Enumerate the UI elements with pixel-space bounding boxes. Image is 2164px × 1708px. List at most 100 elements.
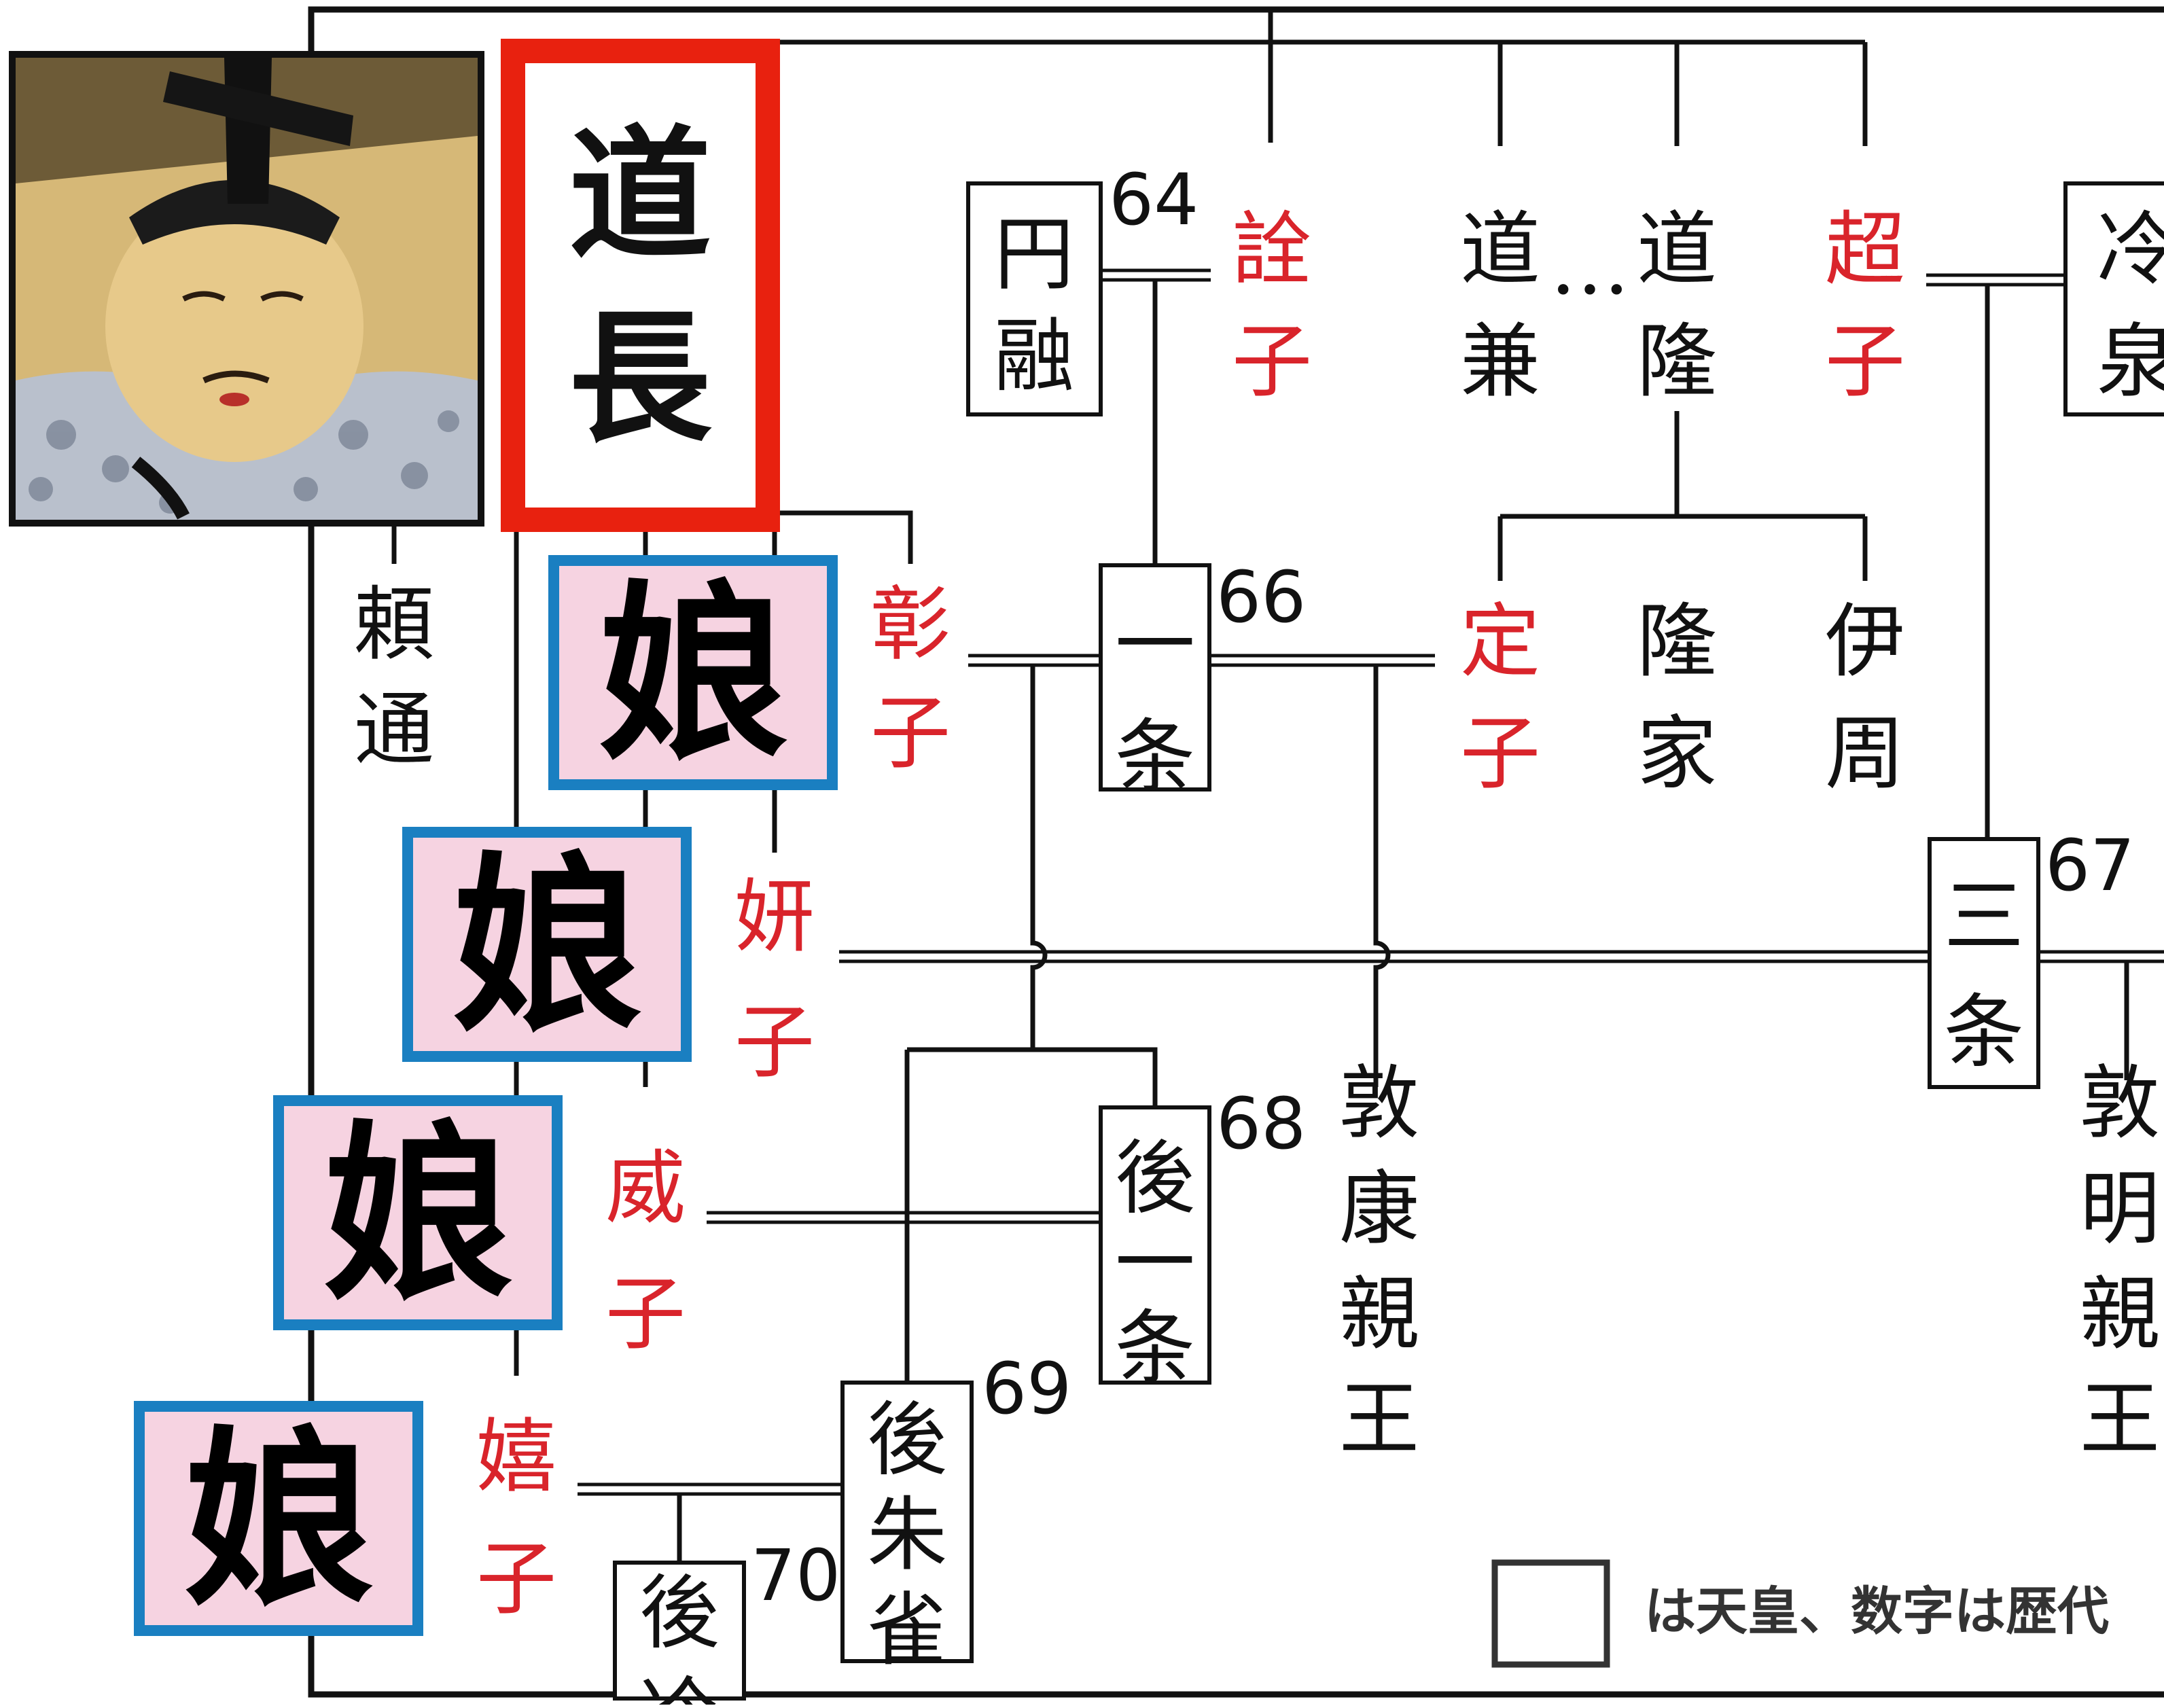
person-name-ishi-char: 威 — [605, 1141, 686, 1235]
person-names: 円融詮子道兼…道隆超子冷泉頼通彰子一条定子隆家伊周妍子三条威子後一条敦康親王敦明… — [354, 202, 2164, 1708]
person-name-goreizei-char: 冷 — [639, 1668, 720, 1705]
person-name-atsuakira-char: 王 — [2080, 1372, 2160, 1466]
person-name-ichijo-char: 一 — [1115, 598, 1195, 692]
person-name-gosuzaku-char: 雀 — [867, 1583, 947, 1677]
person-name-takaie-char: 家 — [1637, 707, 1717, 800]
person-name-enyu-char: 円 — [994, 207, 1074, 301]
daughter-label-4: 娘 — [134, 1401, 423, 1636]
person-name-sanjo-char: 三 — [1944, 870, 2024, 963]
person-name-yorimichi-char: 頼 — [354, 577, 434, 671]
person-name-reizei: 冷泉 — [2097, 202, 2164, 408]
person-name-reizei-char: 泉 — [2097, 315, 2164, 408]
person-name-takaie: 隆家 — [1637, 594, 1717, 800]
reign-number-goichijo: 68 — [1216, 1082, 1306, 1165]
person-name-yorimichi: 頼通 — [354, 577, 434, 777]
reign-number-ichijo: 66 — [1216, 556, 1306, 639]
person-name-enyu-char: 融 — [994, 309, 1074, 403]
reign-number-enyu: 64 — [1109, 158, 1199, 241]
michinaga-portrait-image — [9, 51, 484, 527]
michinaga-highlight — [501, 39, 780, 532]
person-name-kenshi-char: 子 — [734, 995, 815, 1089]
reign-number-sanjo: 67 — [2045, 824, 2135, 907]
michinaga-name-char: 道 — [569, 111, 711, 279]
person-name-michitaka: 道隆 — [1637, 202, 1717, 408]
person-name-shoshi-char: 子 — [870, 686, 951, 780]
person-name-teishi-char: 子 — [1460, 707, 1540, 800]
emperor-box-goreizei — [613, 1561, 746, 1701]
daughter-label-3: 娘 — [273, 1095, 563, 1330]
person-name-michikane-char: 兼 — [1460, 315, 1540, 408]
person-name-teishi-char: 定 — [1460, 594, 1540, 688]
person-name-ishi-char: 子 — [605, 1267, 686, 1361]
emperor-box-enyu — [966, 181, 1103, 416]
person-name-shoshi: 彰子 — [870, 577, 951, 780]
person-name-shoshi-char: 彰 — [870, 577, 951, 671]
person-name-goichijo: 後一条 — [1115, 1131, 1195, 1395]
person-name-choshi: 超子 — [1825, 202, 1905, 408]
person-name-takaie-char: 隆 — [1637, 594, 1717, 688]
reign-number-gosuzaku: 69 — [982, 1347, 1071, 1430]
person-name-atsuyasu-char: 王 — [1339, 1372, 1419, 1466]
daughter-label-2: 娘 — [402, 827, 692, 1062]
person-name-michitaka-char: 隆 — [1637, 315, 1717, 408]
person-name-korechika-char: 周 — [1825, 707, 1905, 800]
person-name-goreizei: 後冷 — [639, 1566, 720, 1708]
legend-emperor-box-icon — [1491, 1559, 1610, 1668]
emperor-box-goichijo — [1099, 1105, 1211, 1385]
person-name-kenshi-char: 妍 — [734, 870, 815, 963]
person-name-gosuzaku: 後朱雀 — [867, 1393, 947, 1677]
person-name-senshi: 詮子 — [1232, 202, 1312, 408]
daughter-label-text: 娘 — [183, 1410, 374, 1632]
person-name-michikane: 道兼 — [1460, 202, 1540, 408]
person-name-korechika-char: 伊 — [1825, 594, 1905, 688]
emperor-box-reizei — [2063, 181, 2164, 416]
daughter-label-text: 娘 — [323, 1105, 513, 1326]
emperor-box-sanjo — [1928, 837, 2040, 1089]
person-name-goichijo-char: 一 — [1115, 1216, 1195, 1310]
person-name-atsuakira-char: 敦 — [2080, 1056, 2160, 1150]
person-name-ellipsis-char: … — [1550, 219, 1630, 313]
person-name-ichijo-char: 条 — [1115, 710, 1195, 804]
person-name-kishi-char: 嬉 — [476, 1410, 556, 1504]
daughter-label-text: 娘 — [598, 565, 788, 786]
person-name-atsuakira-char: 親 — [2080, 1267, 2160, 1361]
daughter-label-1: 娘 — [548, 555, 838, 790]
daughter-label-text: 娘 — [452, 836, 642, 1058]
person-name-atsuakira-char: 明 — [2080, 1162, 2160, 1256]
person-name-yorimichi-char: 通 — [354, 683, 434, 777]
legend-text: は天皇、数字は歴代 — [1644, 1581, 2109, 1641]
person-name-goichijo-char: 条 — [1115, 1301, 1195, 1395]
person-name-atsuyasu-char: 敦 — [1339, 1056, 1419, 1150]
person-name-kenshi: 妍子 — [734, 870, 815, 1089]
person-name-kishi-char: 子 — [476, 1532, 556, 1626]
person-name-kishi: 嬉子 — [476, 1410, 556, 1626]
person-name-goreizei-char: 後 — [639, 1566, 720, 1660]
person-name-reizei-char: 冷 — [2097, 202, 2164, 296]
person-name-michikane-char: 道 — [1460, 202, 1540, 296]
person-name-korechika: 伊周 — [1825, 594, 1905, 800]
person-name-ellipsis: … — [1550, 219, 1630, 313]
emperor-boxes — [613, 181, 2164, 1701]
person-name-enyu: 円融 — [994, 207, 1074, 403]
emperor-box-gosuzaku — [840, 1381, 974, 1663]
person-name-teishi: 定子 — [1460, 594, 1540, 800]
michinaga-name: 道長 — [569, 111, 712, 462]
person-name-senshi-char: 詮 — [1232, 202, 1312, 296]
person-name-ishi: 威子 — [605, 1141, 686, 1361]
person-name-sanjo: 三条 — [1944, 870, 2024, 1079]
emperor-box-ichijo — [1099, 563, 1211, 791]
person-name-ichijo: 一条 — [1115, 598, 1195, 804]
person-name-sanjo-char: 条 — [1944, 985, 2024, 1079]
person-name-michitaka-char: 道 — [1637, 202, 1717, 296]
person-name-goichijo-char: 後 — [1115, 1131, 1195, 1225]
person-name-senshi-char: 子 — [1232, 315, 1312, 408]
person-name-gosuzaku-char: 後 — [867, 1393, 947, 1487]
person-name-choshi-char: 子 — [1825, 315, 1905, 408]
person-name-atsuyasu-char: 親 — [1339, 1267, 1419, 1361]
person-name-gosuzaku-char: 朱 — [867, 1488, 947, 1582]
